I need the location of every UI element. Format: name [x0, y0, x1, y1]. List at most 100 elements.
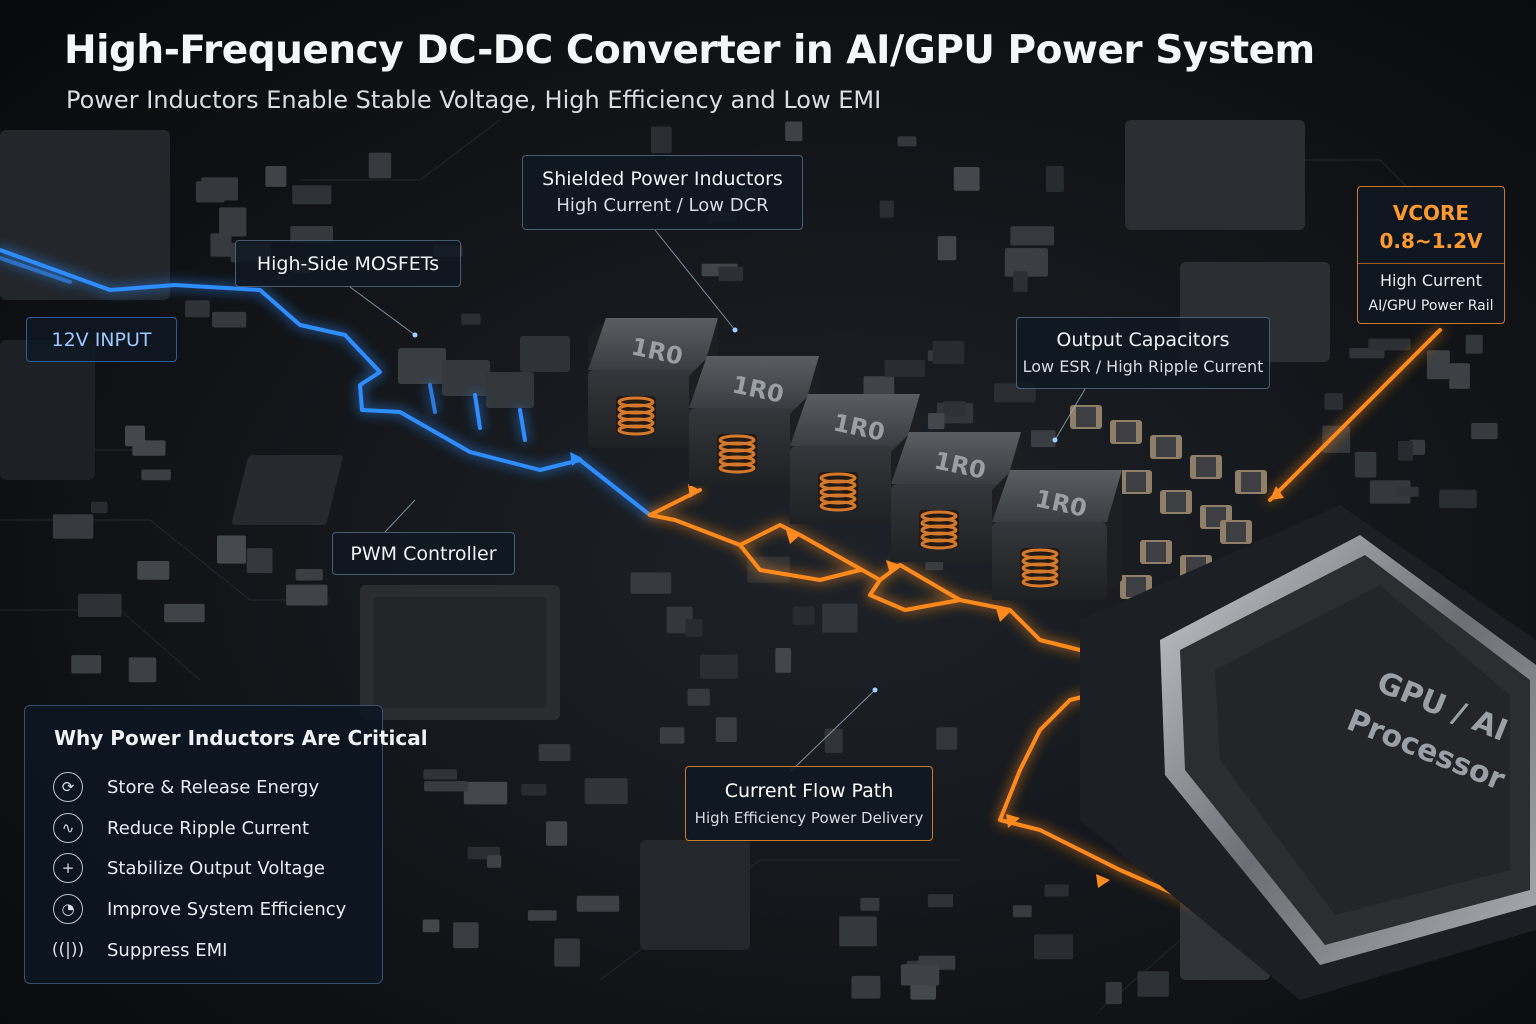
energy-cycle-icon: ⟳ — [53, 772, 83, 802]
smd-part — [687, 688, 710, 706]
capacitor-body — [1126, 472, 1146, 492]
vcore-detail-rail: AI/GPU Power Rail — [1368, 298, 1494, 314]
smd-part — [210, 233, 232, 257]
pwm-label: PWM Controller — [350, 543, 497, 565]
smd-part — [824, 728, 843, 754]
page-title: High-Frequency DC-DC Converter in AI/GPU… — [64, 28, 1315, 73]
smd-part — [1322, 425, 1351, 453]
smd-part — [185, 300, 210, 318]
smd-part — [942, 401, 966, 417]
smd-part — [78, 593, 122, 617]
smd-part — [576, 895, 620, 912]
benefit-item: ◔ Improve System Efficiency — [53, 893, 346, 925]
current-path-callout: Current Flow Path High Efficiency Power … — [685, 766, 933, 841]
smd-part — [219, 207, 247, 237]
smd-part — [1426, 350, 1450, 380]
capacitor-body — [1156, 437, 1176, 457]
smd-part — [932, 340, 965, 365]
copper-winding — [1021, 576, 1059, 588]
smd-part — [685, 618, 703, 637]
smd-part — [863, 376, 895, 398]
smd-part — [953, 167, 980, 191]
copper-winding — [617, 424, 655, 436]
smd-part — [700, 654, 738, 679]
crosshair-icon: + — [53, 853, 83, 883]
inductor: 1R0 — [790, 394, 920, 524]
smd-part — [860, 897, 880, 911]
gpu-processor: GPU / AI Processor — [1080, 505, 1536, 1000]
smd-part — [1004, 248, 1048, 277]
capacitors-label: Output Capacitors — [1056, 329, 1230, 351]
capacitor-body — [1126, 577, 1146, 597]
current-path-label: Current Flow Path — [724, 780, 894, 802]
smd-part — [463, 781, 508, 805]
smd-part — [851, 975, 881, 999]
smd-part — [546, 821, 568, 846]
smd-part — [785, 121, 803, 142]
smd-part — [936, 727, 958, 750]
vcore-callout: VCORE 0.8~1.2V High Current AI/GPU Power… — [1357, 186, 1505, 324]
smd-part — [937, 236, 957, 261]
smd-part — [1449, 363, 1470, 389]
inductor: 1R0 — [891, 432, 1021, 562]
benefit-label: Store & Release Energy — [107, 776, 320, 798]
smd-part — [650, 126, 672, 154]
capacitor-body — [1196, 457, 1216, 477]
smd-part — [295, 569, 323, 581]
smd-part — [1046, 166, 1064, 192]
smd-part — [630, 572, 672, 594]
smd-part — [897, 136, 917, 147]
smd-part — [1324, 393, 1343, 410]
vcore-detail-current: High Current — [1380, 271, 1482, 290]
smd-part — [125, 425, 145, 447]
smd-part — [461, 313, 481, 325]
smd-part — [286, 584, 328, 606]
smd-part — [927, 413, 945, 430]
current-path-detail: High Efficiency Power Delivery — [694, 809, 924, 827]
vcore-value: 0.8~1.2V — [1379, 229, 1483, 253]
inductor: 1R0 — [689, 356, 819, 486]
inductor: 1R0 — [588, 318, 718, 448]
smd-part — [1354, 451, 1377, 478]
smd-part — [423, 769, 457, 780]
smd-part — [884, 360, 926, 377]
smd-part — [217, 535, 246, 564]
capacitor-body — [1241, 472, 1261, 492]
inductor-top — [992, 470, 1122, 522]
qfp-chip — [360, 585, 560, 720]
inductors-label: Shielded Power Inductors — [542, 168, 783, 190]
smd-part — [212, 311, 247, 328]
smd-part — [1013, 271, 1028, 292]
smd-part — [793, 606, 815, 625]
smd-part — [246, 548, 273, 574]
smd-part — [1349, 348, 1385, 359]
capacitors-callout: Output Capacitors Low ESR / High Ripple … — [1016, 317, 1270, 389]
inductor-top — [891, 432, 1021, 484]
benefit-label: Improve System Efficiency — [107, 898, 347, 920]
smd-part — [424, 781, 469, 792]
inductors-callout: Shielded Power Inductors High Current / … — [522, 155, 803, 230]
input-current-path — [0, 248, 652, 517]
benefit-item: + Stabilize Output Voltage — [53, 852, 325, 884]
copper-winding — [718, 462, 756, 474]
gauge-icon: ◔ — [53, 894, 83, 924]
copper-winding — [920, 538, 958, 550]
smd-part — [1398, 440, 1413, 461]
leader-dots — [412, 327, 1058, 693]
smd-part — [1010, 226, 1055, 246]
smd-part — [201, 177, 238, 201]
smd-part — [927, 894, 954, 908]
smd-part — [839, 916, 877, 947]
smd-part — [910, 984, 936, 1000]
smd-part — [453, 922, 479, 949]
signal-waves-icon: ((|)) — [51, 939, 85, 960]
pwm-controller-chip — [231, 455, 343, 525]
input-callout: 12V INPUT — [26, 317, 177, 362]
smd-part — [538, 744, 571, 761]
smd-components — [52, 121, 1498, 1005]
capacitor-body — [1116, 422, 1136, 442]
flow-arrows-blue — [570, 452, 582, 466]
smd-part — [1105, 982, 1122, 1005]
